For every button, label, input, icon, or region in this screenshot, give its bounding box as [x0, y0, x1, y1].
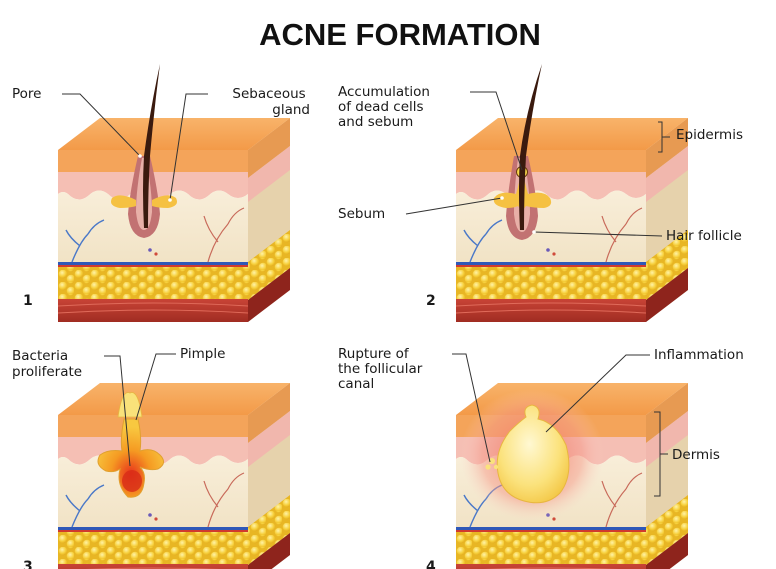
label-dermis: Dermis — [672, 447, 720, 463]
page-title: ACNE FORMATION — [259, 17, 541, 52]
label-accumulation: Accumulation of dead cells and sebum — [338, 84, 434, 130]
skin-block-3 — [58, 383, 290, 569]
stage-1: 1 — [23, 64, 290, 322]
stage-number-2: 2 — [426, 293, 436, 309]
stage-2: 2 — [426, 64, 688, 322]
stage-number-1: 1 — [23, 293, 33, 309]
label-sebum: Sebum — [338, 206, 385, 222]
skin-block-2 — [456, 118, 688, 322]
stage-3: 3 — [23, 383, 290, 569]
label-pimple: Pimple — [180, 346, 225, 362]
label-bacteria: Bacteria proliferate — [12, 348, 82, 380]
stage-number-3: 3 — [23, 559, 33, 569]
skin-block-1 — [58, 118, 290, 322]
label-pore: Pore — [12, 86, 41, 102]
label-sebaceous-gland: Sebaceous gland — [232, 86, 310, 118]
label-rupture: Rupture of the follicular canal — [338, 346, 427, 392]
label-epidermis: Epidermis — [676, 127, 743, 143]
stage-number-4: 4 — [426, 559, 436, 569]
label-hair-follicle: Hair follicle — [666, 228, 742, 244]
label-inflammation: Inflammation — [654, 347, 744, 363]
stage-4: 4 — [426, 383, 688, 569]
